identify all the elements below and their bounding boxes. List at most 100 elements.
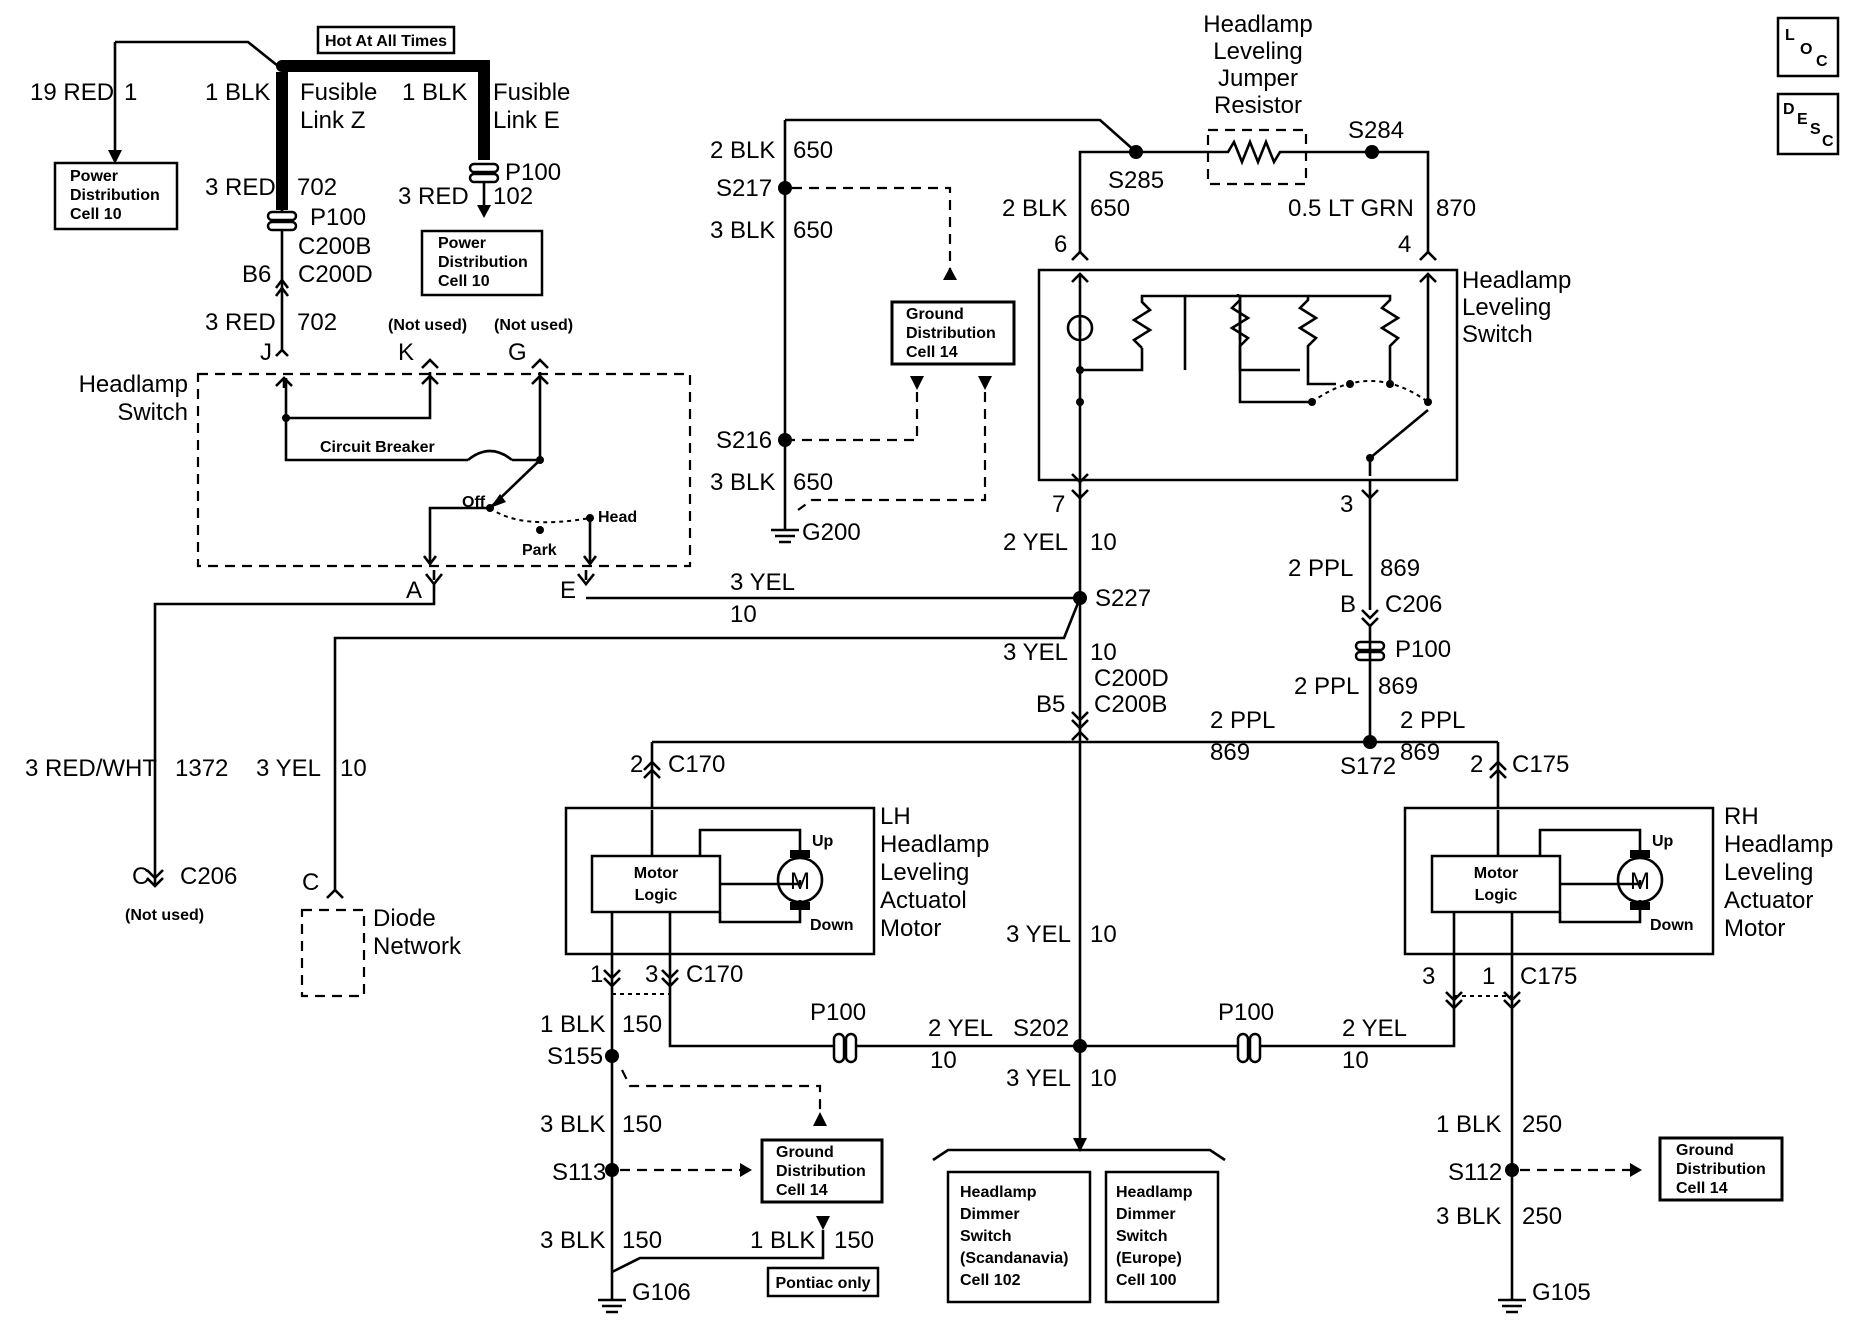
circuit-number: 10 [340,755,367,782]
wire-label: 0.5 LT GRN [1288,195,1414,222]
wire-label: 3 RED [205,174,276,201]
pin-label: 7 [1052,491,1065,518]
circuit-number: 10 [1090,1065,1117,1092]
circuit-number: 869 [1210,739,1250,766]
box-text: Ground [776,1144,834,1161]
connector-label: P100 [310,204,366,231]
loc-letter: C [1816,53,1828,70]
circuit-number: 1372 [175,755,228,782]
box-text: Logic [1475,887,1518,904]
leveling-switch: Headlamp Leveling Switch 7 3 [1037,267,1571,610]
connector-label: P100 [1395,636,1451,663]
component-label: Headlamp [1203,11,1312,38]
wire-label: 3 YEL [1006,921,1071,948]
box-text: Cell 14 [906,344,958,361]
ground-g105: Ground Distribution Cell 14 1 BLK 250 S1… [1436,1111,1784,1314]
switch-position: Park [522,542,557,559]
splice-label: S172 [1340,753,1396,780]
switch-position: Head [598,509,637,526]
power-feed: Hot At All Times 19 RED 1 1 BLK Fusible … [30,25,570,350]
splice-label: S227 [1095,585,1151,612]
circuit-number: 10 [1090,639,1117,666]
box-text: Headlamp [1116,1184,1193,1201]
loc-button[interactable]: L O C [1776,16,1840,78]
box-text: Cell 10 [438,273,490,290]
splice-label: S285 [1108,167,1164,194]
desc-button-frame[interactable] [1776,92,1840,156]
splice-label: S217 [716,175,772,202]
wire-label: 3 BLK [1436,1203,1501,1230]
circuit-number: 250 [1522,1111,1562,1138]
circuit-number: 870 [1436,195,1476,222]
component-label: Motor [880,915,941,942]
component-label: Leveling [880,859,969,886]
splice-label: S202 [1013,1015,1069,1042]
box-text: Power [438,235,486,252]
motor-direction: Up [812,833,834,850]
rh-motor: Motor Logic M Up Down RH Headlamp Leveli… [1080,803,1833,1300]
loc-letter: L [1785,27,1795,44]
pin-label: E [560,577,576,604]
wire-label: 3 BLK [710,217,775,244]
circuit-number: 650 [793,217,833,244]
circuit-number: 1 [124,79,137,106]
box-text: Power [70,168,118,185]
splice-label: S284 [1348,117,1404,144]
component-label: Actuator [1724,887,1813,914]
pin-label: J [260,339,272,366]
circuit-number: 102 [493,183,533,210]
hot-at-all-times-box [316,25,456,55]
circuit-number: 869 [1378,673,1418,700]
loc-letter: O [1800,41,1812,58]
circuit-number: 10 [730,601,757,628]
box-text: (Scandanavia) [960,1250,1068,1267]
connector-label: C175 [1512,751,1569,778]
pontiac-only-box [766,1266,880,1298]
wire-label: 2 PPL [1400,707,1465,734]
ground-label: G106 [632,1279,691,1306]
wire-label: 2 BLK [1002,195,1067,222]
connector-label: C170 [686,961,743,988]
component-label: Diode [373,905,436,932]
fusible-link-label: Link E [493,107,560,134]
box-text: Cell 10 [70,206,122,223]
connector-label: C206 [1385,591,1442,618]
desc-button[interactable]: D E S C [1776,92,1840,156]
circuit-number: 10 [1090,529,1117,556]
pin-label: 1 [1482,963,1495,990]
box-text: Distribution [70,187,160,204]
box-text: Cell 100 [1116,1272,1177,1289]
box-text: Dimmer [1116,1206,1176,1223]
wire-label: 2 YEL [1342,1015,1407,1042]
connector-label: P100 [505,159,561,186]
wire-label: 3 YEL [730,569,795,596]
pin-label: 3 [645,961,658,988]
box-text: Logic [635,887,678,904]
circuit-number: 150 [622,1227,662,1254]
circuit-number: 650 [793,137,833,164]
wire-label: 1 BLK [1436,1111,1501,1138]
box-text: Ground [1676,1142,1734,1159]
component-label: LH [880,803,911,830]
wire-label: 3 BLK [540,1227,605,1254]
component-label: Headlamp [1462,267,1571,294]
trunk: 2 YEL 10 3 YEL 10 S227 3 YEL 10 C200D C2… [586,529,1569,1140]
wire-label: 3 RED/WHT [25,755,157,782]
component-label: Headlamp [79,371,188,398]
ground-distribution-box [1658,1136,1784,1202]
power-distribution-box [53,161,179,231]
component-label: Headlamp [1724,831,1833,858]
wire-label: 3 BLK [540,1111,605,1138]
pin-label: C [302,869,319,896]
wire-label: 2 BLK [710,137,775,164]
wire-label: 3 BLK [710,469,775,496]
connector-label: C200D [1094,665,1169,692]
pin-note: (Not used) [125,907,204,924]
headlamp-switch: J K G (Not used) (Not used) Headlamp Swi… [79,317,692,604]
circuit-number: 869 [1380,555,1420,582]
ground-g200: Ground Distribution Cell 14 2 BLK 650 S2… [710,118,1137,546]
box-text: Pontiac only [775,1275,870,1292]
pin-label: B [1340,591,1356,618]
loc-button-frame[interactable] [1776,16,1840,78]
pin-note: (Not used) [388,317,467,334]
